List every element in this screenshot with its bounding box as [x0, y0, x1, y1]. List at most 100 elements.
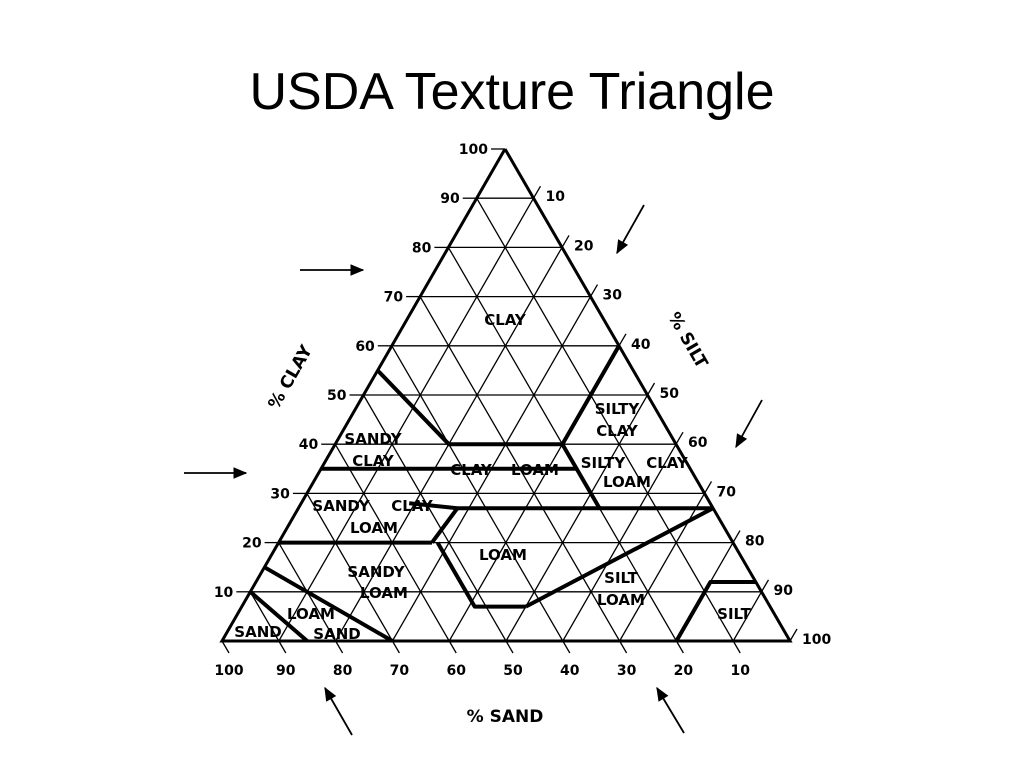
sand-tick-30: 30 — [617, 663, 637, 679]
silt-tick-mark — [532, 185, 542, 199]
silt-tick-100: 100 — [802, 632, 831, 648]
silt-tick-90: 90 — [774, 583, 794, 599]
boundary-loam-left — [435, 541, 526, 609]
boundary-sand — [248, 590, 309, 643]
silt-tick-mark — [646, 382, 656, 396]
region-sandy-clay-loam-line2: CLAY — [391, 497, 434, 515]
sand-tick-40: 40 — [560, 663, 580, 679]
region-sandy-loam-line2: LOAM — [360, 584, 408, 602]
clay-tick-10: 10 — [214, 585, 234, 601]
sand-tick-mark — [448, 640, 457, 654]
silt-tick-80: 80 — [745, 534, 765, 550]
silt-tick-50: 50 — [660, 386, 680, 402]
region-sandy-clay-line1: SANDY — [344, 430, 402, 448]
region-clay-loam-line1: CLAY — [450, 461, 493, 479]
silt-tick-mark — [561, 235, 570, 248]
region-silty-clay-line2: CLAY — [596, 422, 639, 440]
silt-tick-mark — [675, 431, 684, 445]
silt-tick-30: 30 — [603, 288, 623, 304]
grid-line-silt — [278, 197, 535, 642]
clay-tick-60: 60 — [355, 339, 375, 355]
grid-line-silt — [732, 591, 763, 642]
region-loamy-sand-line2: SAND — [313, 625, 360, 643]
sand-tick-mark — [619, 640, 628, 654]
boundary-sandy-clay-loam-right — [430, 507, 460, 544]
clay-tick-70: 70 — [384, 290, 404, 306]
axis-ticks — [221, 148, 798, 654]
slide-title: USDA Texture Triangle — [249, 63, 775, 121]
clay-tick-80: 80 — [412, 240, 432, 256]
arrow-icon-clay-upper — [300, 264, 365, 276]
silt-tick-70: 70 — [717, 484, 737, 500]
sand-tick-100: 100 — [214, 663, 243, 679]
sand-tick-mark — [391, 640, 400, 654]
region-silty-clay-line1: SILTY — [595, 400, 641, 418]
region-silt-loam-line2: LOAM — [597, 591, 645, 609]
boundary-loamy-sand — [263, 565, 394, 643]
sand-tick-mark — [335, 640, 344, 654]
boundary-clay-loam-base — [408, 501, 600, 511]
region-sand-label: SAND — [234, 623, 281, 641]
boundary-silt — [674, 580, 756, 642]
region-silty-clay-loam-line3: LOAM — [603, 473, 651, 491]
boundary-loam-right — [524, 506, 714, 609]
clay-axis-title: % CLAY — [264, 342, 317, 413]
silt-tick-mark — [760, 579, 770, 593]
sand-tick-10: 10 — [730, 663, 750, 679]
arrow-icon-clay-lower — [184, 467, 248, 479]
region-sandy-clay-loam-line1: SANDY — [312, 497, 370, 515]
silt-tick-mark — [618, 333, 627, 347]
silt-axis-title: % SILT — [663, 309, 711, 372]
region-clay-loam-line2: LOAM — [511, 461, 559, 479]
boundary-clay — [376, 344, 621, 447]
clay-tick-90: 90 — [440, 191, 460, 207]
triangle-grid — [249, 197, 763, 642]
sand-tick-90: 90 — [276, 663, 296, 679]
arrow-icon-silt-lower — [735, 399, 763, 449]
sand-tick-60: 60 — [446, 663, 466, 679]
sand-tick-70: 70 — [390, 663, 410, 679]
grid-line-silt — [562, 443, 677, 642]
direction-arrows — [184, 204, 763, 736]
silt-tick-60: 60 — [688, 435, 708, 451]
sand-tick-mark — [675, 640, 684, 654]
boundary-clay-loam-right — [560, 443, 602, 510]
silt-tick-mark — [589, 284, 599, 297]
arrow-icon-sand-right — [656, 686, 685, 734]
class-boundaries — [248, 344, 756, 643]
silt-tick-mark — [703, 481, 713, 494]
clay-tick-30: 30 — [270, 486, 290, 502]
arrow-icon-silt-upper — [616, 204, 645, 255]
grid-line-sand — [362, 394, 507, 642]
silt-tick-40: 40 — [631, 337, 651, 353]
sand-tick-20: 20 — [674, 663, 694, 679]
region-sandy-loam-line1: SANDY — [347, 563, 405, 581]
silt-tick-20: 20 — [574, 238, 594, 254]
clay-tick-20: 20 — [242, 536, 262, 552]
region-silty-clay-loam-line1: SILTY — [581, 454, 627, 472]
region-loam-label: LOAM — [479, 546, 527, 564]
region-sandy-clay-line2: CLAY — [352, 452, 395, 470]
silt-tick-mark — [789, 628, 798, 642]
sand-tick-mark — [278, 640, 287, 654]
clay-tick-40: 40 — [299, 437, 319, 453]
region-sandy-clay-loam-line3: LOAM — [350, 519, 398, 537]
sand-axis-title: % SAND — [467, 707, 544, 727]
region-silt-label: SILT — [717, 605, 751, 623]
sand-tick-80: 80 — [333, 663, 353, 679]
sand-tick-mark — [562, 640, 571, 654]
region-loamy-sand-line1: LOAM — [287, 605, 335, 623]
clay-tick-50: 50 — [327, 388, 347, 404]
silt-tick-10: 10 — [546, 189, 566, 205]
sand-tick-50: 50 — [503, 663, 523, 679]
grid-line-silt — [619, 493, 706, 642]
arrow-icon-sand-left — [324, 686, 353, 736]
grid-line-silt — [505, 394, 649, 642]
region-silty-clay-loam-line2: CLAY — [646, 454, 689, 472]
clay-tick-100: 100 — [459, 142, 488, 158]
region-clay-label: CLAY — [484, 311, 527, 329]
grid-line-sand — [306, 493, 393, 642]
grid-line-sand — [476, 197, 734, 642]
region-silt-loam-line1: SILT — [604, 569, 638, 587]
